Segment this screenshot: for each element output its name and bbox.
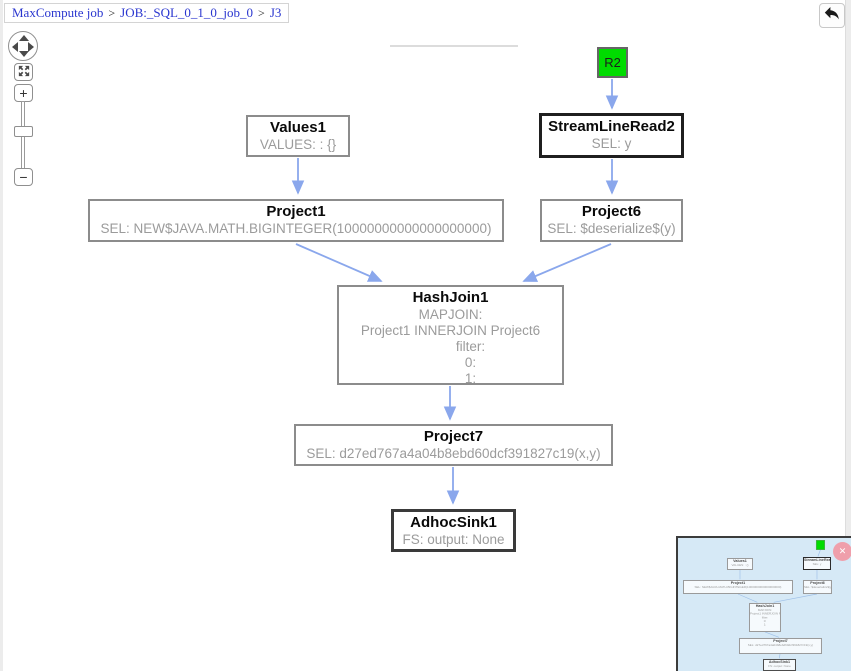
left-edge-strip xyxy=(0,0,3,671)
minimap-node-title: StreamLineRead2 xyxy=(803,557,831,562)
node-line: MAPJOIN: xyxy=(418,307,483,322)
minimap-node-hashjoin1: HashJoin1 MAPJOIN: Project1 INNERJOIN Pr… xyxy=(748,602,781,632)
node-line: FS: output: None xyxy=(402,532,505,547)
minimap-node-line: VALUES: : {} xyxy=(731,563,749,567)
minimap-node-line: SEL: d27ed767a4a04b8ebd60dcf391827c19(x,… xyxy=(747,643,814,647)
minimap-node-project1: Project1 SEL: NEW$JAVA.MATH.BIGINTEGER(1… xyxy=(682,579,793,594)
minimap-node-title: Project6 xyxy=(810,580,825,585)
node-title: StreamLineRead2 xyxy=(548,118,675,135)
minimap-graph: Values1 VALUES: : {} StreamLineRead2 SEL… xyxy=(678,538,851,671)
node-line: filter: xyxy=(455,339,486,354)
node-r2[interactable]: R2 xyxy=(597,47,628,78)
node-line: SEL: d27ed767a4a04b8ebd60dcf391827c19(x,… xyxy=(306,446,601,461)
breadcrumb-item-j3[interactable]: J3 xyxy=(269,5,282,20)
node-line: 0: xyxy=(464,355,477,370)
node-line: SEL: NEW$JAVA.MATH.BIGINTEGER(1000000000… xyxy=(100,221,492,236)
minimap-node-line: filter: xyxy=(761,615,769,619)
breadcrumb-separator: > xyxy=(258,5,265,20)
node-title: R2 xyxy=(604,55,621,70)
breadcrumb-separator: > xyxy=(108,5,116,20)
minimap-edges xyxy=(737,549,821,659)
minimap-node-r2 xyxy=(815,539,825,550)
node-title: Project6 xyxy=(581,203,642,220)
pan-control[interactable] xyxy=(8,31,38,61)
zoom-slider-handle[interactable] xyxy=(14,126,33,137)
minimap-node-title: Project7 xyxy=(773,638,788,643)
minimap-node-line: SEL: NEW$JAVA.MATH.BIGINTEGER(1000000000… xyxy=(694,585,782,589)
right-scroll-strip[interactable] xyxy=(845,0,851,671)
minimap-node-line: MAPJOIN: xyxy=(757,608,773,612)
node-title: AdhocSink1 xyxy=(410,514,497,531)
minimap-node-project6: Project6 SEL: $deserialize$(y) xyxy=(802,579,832,594)
node-title: Project7 xyxy=(423,428,484,445)
node-project7[interactable]: Project7 SEL: d27ed767a4a04b8ebd60dcf391… xyxy=(294,424,613,466)
minimap-node-line: SEL: y xyxy=(812,562,822,566)
node-line: Project1 INNERJOIN Project6 xyxy=(360,323,541,338)
breadcrumb-item-maxcompute-job[interactable]: MaxCompute job xyxy=(12,5,104,20)
minimap[interactable]: Values1 VALUES: : {} StreamLineRead2 SEL… xyxy=(676,536,851,671)
minimap-node-adhocsink1: AdhocSink1 FS: output: None xyxy=(762,658,796,671)
node-project6[interactable]: Project6 SEL: $deserialize$(y) xyxy=(540,199,683,242)
zoom-in-button[interactable]: + xyxy=(14,84,33,102)
breadcrumb-item-job-sql[interactable]: JOB:_SQL_0_1_0_job_0 xyxy=(120,5,254,20)
node-title: HashJoin1 xyxy=(412,289,489,306)
node-values1[interactable]: Values1 VALUES: : {} xyxy=(246,115,350,157)
node-project1[interactable]: Project1 SEL: NEW$JAVA.MATH.BIGINTEGER(1… xyxy=(88,199,504,242)
node-line: VALUES: : {} xyxy=(259,137,337,152)
node-title: Values1 xyxy=(270,119,326,136)
pan-down-icon[interactable] xyxy=(19,51,29,57)
divider-line xyxy=(390,45,518,47)
minimap-node-project7: Project7 SEL: d27ed767a4a04b8ebd60dcf391… xyxy=(738,637,822,654)
minimap-node-line: SEL: $deserialize$(y) xyxy=(803,585,832,589)
edge-project6-hashjoin1 xyxy=(522,243,612,282)
minimap-node-line: 1: xyxy=(763,622,767,627)
fit-to-screen-icon xyxy=(18,64,30,80)
fit-to-screen-button[interactable] xyxy=(14,63,33,81)
minimap-close-button[interactable]: ✕ xyxy=(833,542,851,561)
node-adhocsink1[interactable]: AdhocSink1 FS: output: None xyxy=(391,509,516,552)
edge-project1-hashjoin1 xyxy=(295,243,383,282)
zoom-out-button[interactable]: − xyxy=(14,168,33,186)
minimap-node-streamlineread2: StreamLineRead2 SEL: y xyxy=(802,556,831,570)
breadcrumb: MaxCompute job > JOB:_SQL_0_1_0_job_0 > … xyxy=(4,3,290,23)
pan-up-icon[interactable] xyxy=(19,35,29,41)
minimap-node-title: Project1 xyxy=(730,580,746,585)
minus-icon: − xyxy=(19,169,28,185)
node-title: Project1 xyxy=(266,203,326,220)
node-line: SEL: y xyxy=(591,136,632,151)
plus-icon: + xyxy=(19,85,28,101)
minimap-node-line: Project1 INNERJOIN Project6 xyxy=(749,611,781,616)
node-hashjoin1[interactable]: HashJoin1 MAPJOIN: Project1 INNERJOIN Pr… xyxy=(337,285,564,385)
minimap-node-title: Values1 xyxy=(733,558,747,563)
node-streamlineread2[interactable]: StreamLineRead2 SEL: y xyxy=(539,113,684,158)
back-button[interactable] xyxy=(819,3,845,28)
minimap-node-values1: Values1 VALUES: : {} xyxy=(726,557,753,570)
pan-right-icon[interactable] xyxy=(28,42,34,52)
close-icon: ✕ xyxy=(838,546,847,556)
node-line: SEL: $deserialize$(y) xyxy=(547,221,676,236)
minimap-node-line: 0: xyxy=(763,619,767,623)
minimap-node-line: FS: output: None xyxy=(768,664,791,668)
node-line: 1: xyxy=(464,371,477,385)
minimap-node-title: HashJoin1 xyxy=(755,603,775,608)
minimap-node-title: AdhocSink1 xyxy=(768,659,791,664)
back-icon xyxy=(824,6,840,25)
pan-left-icon[interactable] xyxy=(12,42,18,52)
